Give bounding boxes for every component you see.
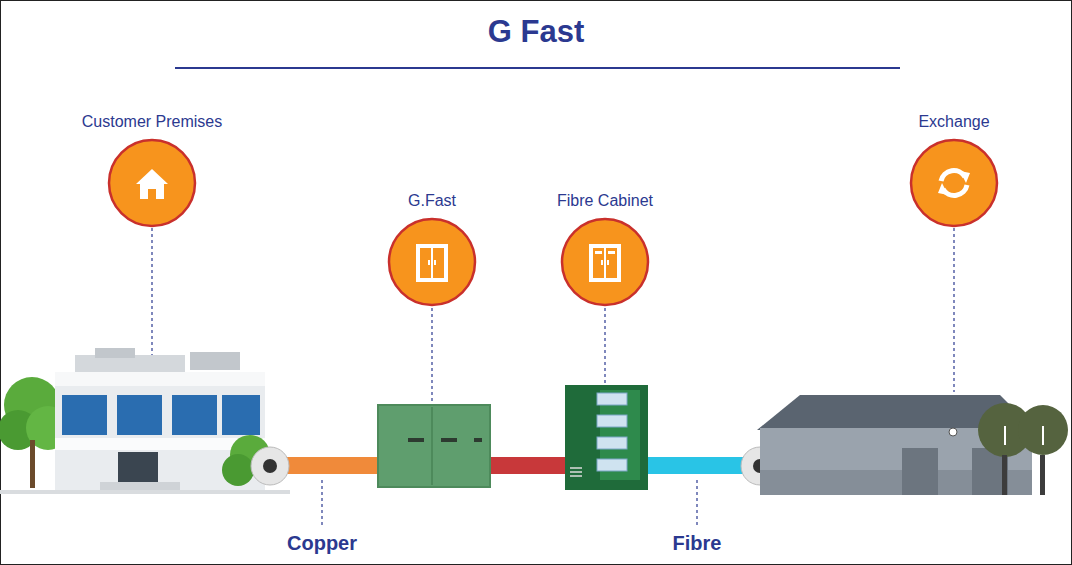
diagram-title: G Fast: [0, 14, 1072, 50]
location-node: Exchange: [844, 113, 1064, 229]
location-node: Customer Premises: [42, 113, 262, 229]
node-label: Customer Premises: [42, 113, 262, 131]
node-label: Exchange: [844, 113, 1064, 131]
cable-label: Copper: [285, 532, 359, 555]
icon-circle: [386, 216, 478, 308]
node-label: Fibre Cabinet: [495, 192, 715, 210]
location-node: Fibre Cabinet: [495, 192, 715, 308]
location-node: G.Fast: [322, 192, 542, 308]
cable-label: Fibre: [671, 532, 724, 555]
node-label: G.Fast: [322, 192, 542, 210]
icon-circle: [908, 137, 1000, 229]
icon-circle: [559, 216, 651, 308]
icon-circle: [106, 137, 198, 229]
